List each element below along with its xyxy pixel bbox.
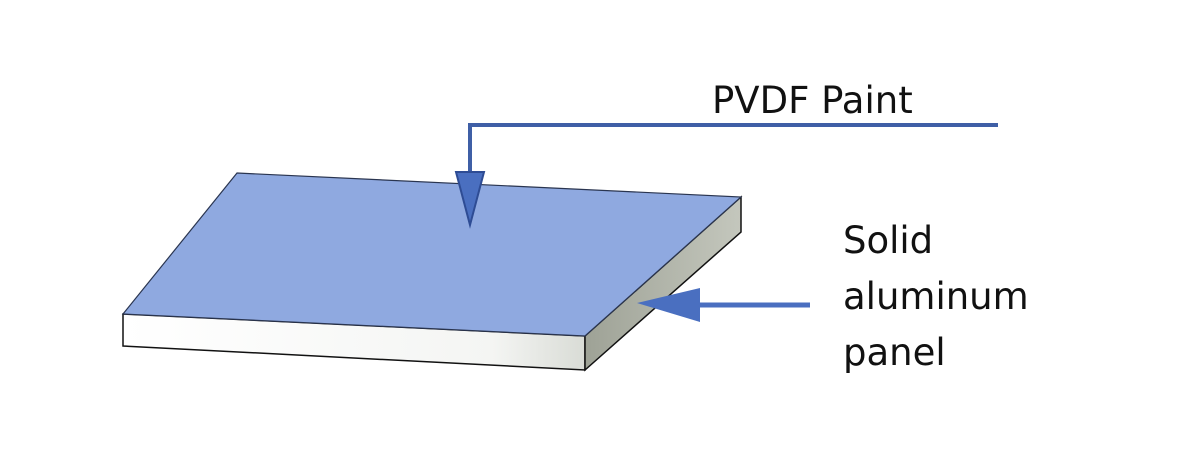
panel-label-line: Solid: [843, 219, 934, 262]
paint-leader-line: [468, 123, 998, 178]
paint-top-face: [121, 172, 743, 337]
panel-label-line: aluminum: [843, 275, 1029, 318]
aluminum-panel-label: Solid aluminum panel: [843, 214, 1029, 382]
panel-label-line: panel: [843, 331, 946, 374]
pvdf-paint-label: PVDF Paint: [712, 79, 913, 122]
panel-arrowhead-icon: [637, 288, 700, 322]
paint-arrowhead-icon: [454, 171, 486, 229]
